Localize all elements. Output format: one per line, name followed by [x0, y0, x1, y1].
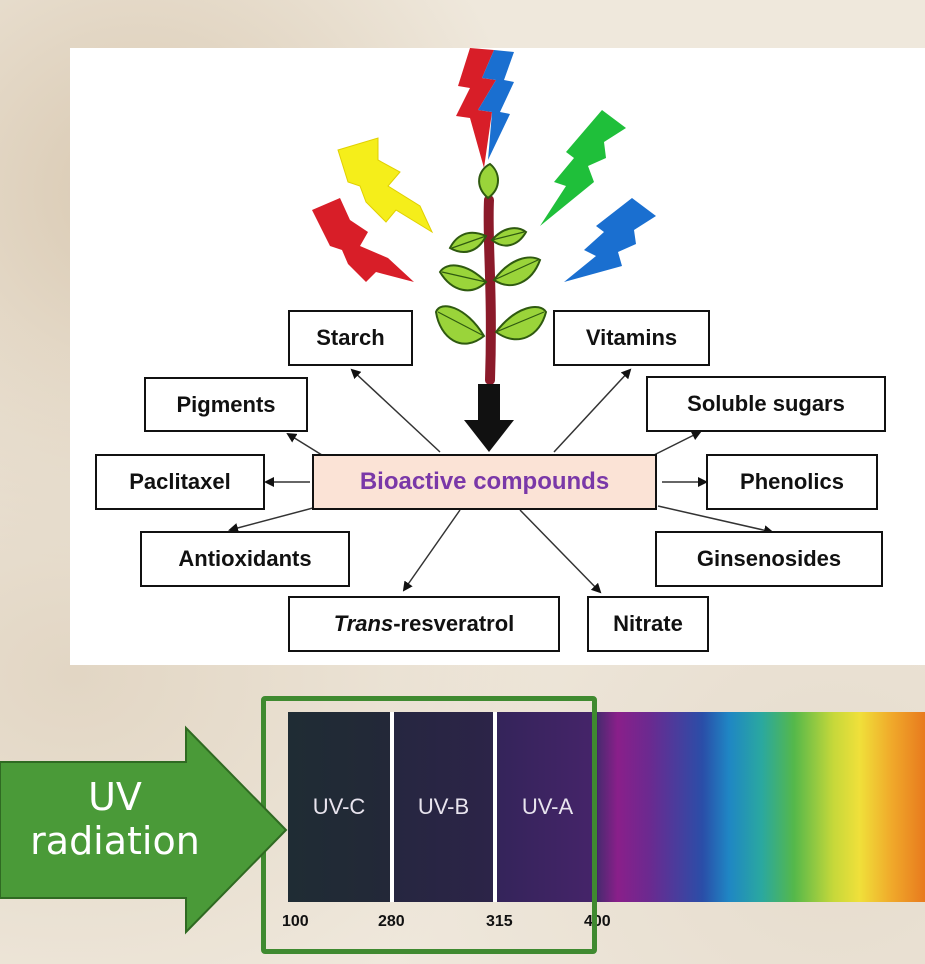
compound-box-antioxidants: Antioxidants	[140, 531, 350, 587]
compound-label: Pigments	[176, 391, 276, 417]
red-bolt-left-icon	[312, 198, 414, 282]
compound-box-ginsenosides: Ginsenosides	[655, 531, 883, 587]
compound-box-soluble-sugars: Soluble sugars	[646, 376, 886, 432]
band-uvc: UV-C	[288, 712, 390, 902]
blue-bolt-right-icon	[564, 198, 656, 282]
compound-box-trans-resveratrol: Trans-resveratrol	[288, 596, 560, 652]
plant-stem	[483, 195, 496, 385]
plant-leaves	[434, 162, 548, 345]
compound-box-starch: Starch	[288, 310, 413, 366]
visible-light-gradient	[598, 712, 925, 902]
compound-box-paclitaxel: Paclitaxel	[95, 454, 265, 510]
wavelength-tick: 100	[282, 913, 309, 930]
wavelength-tick: 280	[378, 913, 405, 930]
compound-arrows	[228, 368, 774, 594]
center-box-bioactive-compounds: Bioactive compounds	[312, 454, 657, 510]
band-label: UV-A	[521, 794, 574, 819]
green-bolt-icon	[540, 110, 626, 226]
yellow-bolt-icon	[337, 137, 434, 234]
wavelength-tick: 315	[486, 913, 513, 930]
wavelength-tick: 400	[584, 913, 611, 930]
compound-label: Paclitaxel	[129, 469, 231, 494]
compound-box-pigments: Pigments	[144, 377, 308, 432]
uv-label-line2: radiation	[30, 819, 200, 863]
compound-label: Soluble sugars	[687, 391, 845, 416]
band-uva: UV-A	[497, 712, 598, 902]
compound-label-italic-prefix: Trans	[333, 611, 394, 636]
uv-highlight-frame	[261, 696, 597, 954]
down-arrow-icon	[464, 384, 514, 452]
compound-label: Starch	[316, 325, 385, 350]
uv-radiation-label: UV radiation	[0, 775, 230, 863]
blue-bolt-top-icon	[478, 50, 514, 160]
red-bolt-top-icon	[456, 48, 496, 168]
band-uvb: UV-B	[394, 712, 493, 902]
light-spectrum: UV-C UV-B UV-A	[288, 712, 925, 902]
center-label: Bioactive compounds	[359, 468, 610, 495]
uv-label-line1: UV	[88, 775, 142, 819]
compound-label: Phenolics	[740, 469, 844, 494]
compound-box-vitamins: Vitamins	[553, 310, 710, 366]
compound-box-phenolics: Phenolics	[706, 454, 878, 510]
compound-label: Nitrate	[613, 611, 683, 636]
band-divider	[390, 712, 394, 902]
compound-label: Ginsenosides	[696, 546, 842, 571]
band-divider	[493, 712, 497, 902]
band-label: UV-B	[417, 794, 470, 819]
band-label: UV-C	[312, 794, 366, 819]
compound-label: Antioxidants	[178, 546, 312, 571]
lightning-bolt-icons	[312, 48, 656, 282]
compound-box-nitrate: Nitrate	[587, 596, 709, 652]
compound-label: -resveratrol	[393, 611, 515, 636]
compound-label: Vitamins	[585, 325, 678, 350]
